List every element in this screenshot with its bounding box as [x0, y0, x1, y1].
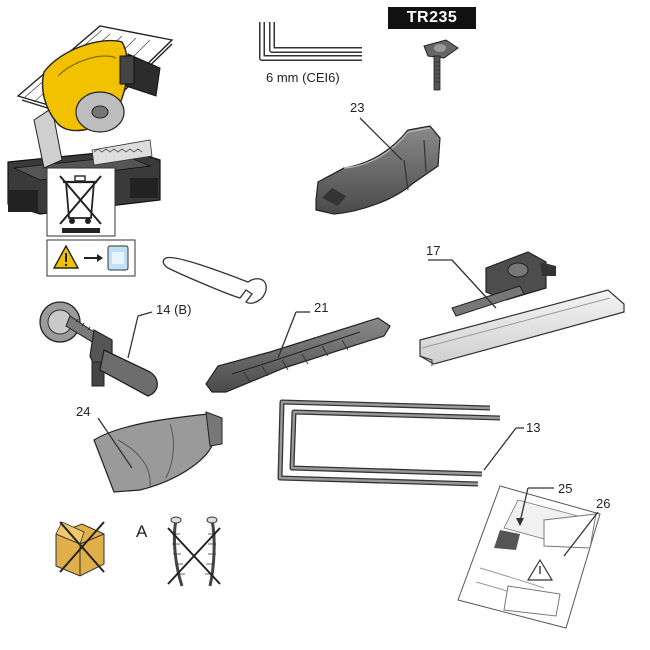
- part-14-clamp-handle: [39, 301, 158, 397]
- desiccant-bag-icon: [107, 245, 129, 271]
- part-14-label: 14 (B): [156, 302, 192, 317]
- part-21-push-stick: [205, 311, 391, 393]
- screws-crossed: [167, 516, 221, 587]
- part-13-u-bar: [277, 399, 524, 487]
- part-25-label: 25: [558, 481, 573, 496]
- part-17-parallel-guide: [419, 251, 625, 366]
- knob-screw-part: [423, 39, 459, 91]
- kit-a-label: A: [136, 522, 148, 541]
- part-21-label: 21: [314, 300, 329, 315]
- part-24-dust-bag: [93, 411, 223, 493]
- arrow-icon: [84, 254, 103, 262]
- part-13-label: 13: [526, 420, 541, 435]
- packaging-box-crossed: [55, 521, 105, 577]
- part-23-label: 23: [350, 100, 365, 115]
- weee-bin-icon: [46, 167, 116, 237]
- warning-triangle-icon: [52, 244, 80, 269]
- part-26-label: 26: [596, 496, 611, 511]
- part-24-label: 24: [76, 404, 91, 419]
- flat-wrench-part: [162, 256, 267, 304]
- part-17-label: 17: [426, 243, 441, 258]
- part-23-dust-hood: [315, 117, 441, 215]
- hex-key-wrench: [259, 22, 362, 61]
- manual-booklets: [457, 485, 601, 629]
- warning-notice: [46, 239, 136, 277]
- miter-saw-illustration: [7, 25, 174, 215]
- model-tag: TR235: [388, 7, 476, 29]
- hex-key-label: 6 mm (CEI6): [266, 70, 340, 85]
